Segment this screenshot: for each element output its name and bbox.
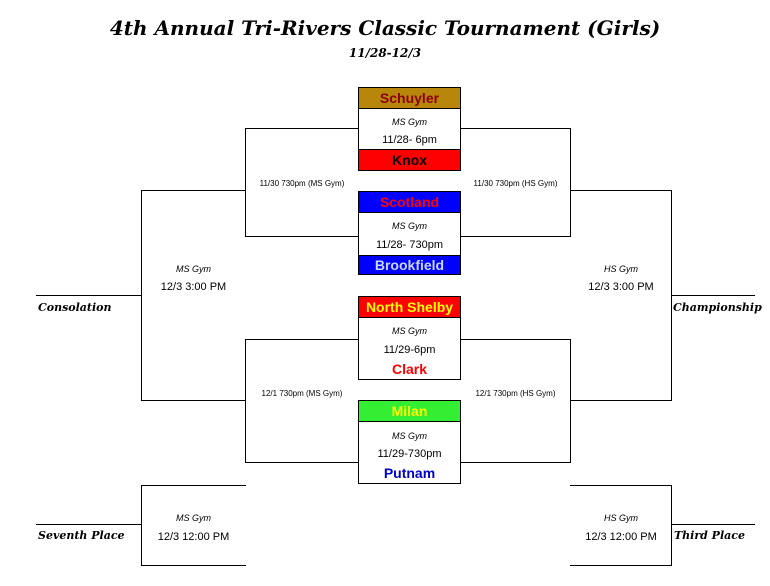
bracket-line <box>671 295 755 296</box>
second-round-info: 11/30 730pm (HS Gym) <box>473 179 558 188</box>
game-venue: MS Gym <box>176 513 211 523</box>
bracket-line <box>570 190 672 191</box>
team-name: Schuyler <box>358 87 461 109</box>
bracket-line <box>36 524 142 525</box>
championship-label: Championship <box>673 301 762 314</box>
second-round-info: 12/1 730pm (MS Gym) <box>261 389 343 398</box>
bracket-line <box>141 400 246 401</box>
bracket-line <box>245 128 359 129</box>
seventh-place-label: Seventh Place <box>38 529 125 542</box>
bracket-line <box>36 295 142 296</box>
game-venue: MS Gym <box>392 326 427 336</box>
game-time: 12/3 3:00 PM <box>588 281 654 293</box>
game-venue: MS Gym <box>176 264 211 274</box>
team-name: Scotland <box>358 191 461 213</box>
bracket-line <box>671 524 755 525</box>
bracket-line <box>460 339 571 340</box>
team-name: Milan <box>358 400 461 422</box>
bracket-line <box>141 485 142 566</box>
team-name: North Shelby <box>358 296 461 318</box>
game-time: 11/29-730pm <box>377 448 442 460</box>
second-round-info: 12/1 730pm (HS Gym) <box>475 389 556 398</box>
bracket-line <box>141 565 246 566</box>
bracket-line <box>245 339 359 340</box>
consolation-label: Consolation <box>38 301 112 314</box>
second-round-info: 11/30 730pm (MS Gym) <box>259 179 345 188</box>
game-venue: HS Gym <box>603 513 638 523</box>
bracket-line <box>245 339 246 463</box>
bracket-line <box>570 339 571 463</box>
game-time: 12/3 3:00 PM <box>160 281 227 293</box>
bracket-line <box>460 462 571 463</box>
tournament-dates: 11/28-12/3 <box>348 46 422 60</box>
game-time: 12/3 12:00 PM <box>585 531 657 543</box>
team-name: Brookfield <box>358 255 461 275</box>
game-time: 11/29-6pm <box>383 344 436 356</box>
bracket-line <box>141 485 246 486</box>
bracket-line <box>570 565 672 566</box>
third-place-label: Third Place <box>674 529 745 542</box>
game-venue: HS Gym <box>603 264 638 274</box>
game-time: 11/28- 6pm <box>382 134 437 146</box>
tournament-title: 4th Annual Tri-Rivers Classic Tournament… <box>109 16 661 40</box>
bracket-line <box>460 236 571 237</box>
bracket-line <box>671 485 672 566</box>
team-name: Clark <box>391 361 428 377</box>
team-name: Putnam <box>383 465 436 481</box>
bracket-line <box>245 128 246 237</box>
bracket-line <box>245 236 359 237</box>
bracket-line <box>460 128 571 129</box>
game-venue: MS Gym <box>392 117 427 127</box>
bracket-line <box>570 400 672 401</box>
team-name: Knox <box>358 149 461 171</box>
game-time: 11/28- 730pm <box>375 239 444 251</box>
bracket-line <box>570 485 672 486</box>
bracket-line <box>570 128 571 237</box>
bracket-line <box>245 462 359 463</box>
game-venue: MS Gym <box>392 221 427 231</box>
game-venue: MS Gym <box>392 431 427 441</box>
game-time: 12/3 12:00 PM <box>157 531 230 543</box>
bracket-line <box>141 190 246 191</box>
